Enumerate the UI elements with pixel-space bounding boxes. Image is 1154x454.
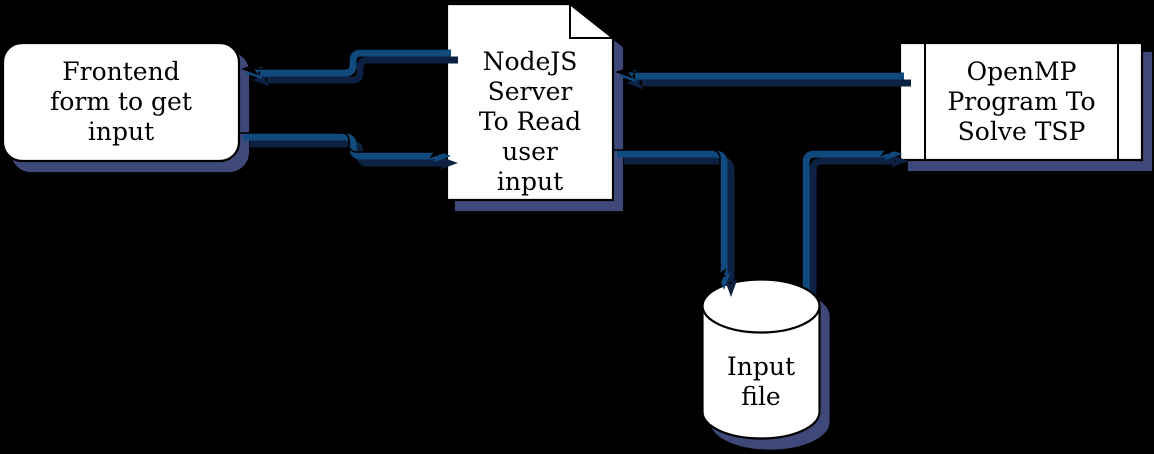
openmp-node-shape [898,41,1153,172]
edge-server-to-frontend [241,48,458,87]
edge-server-to-inputfile [613,149,738,297]
cylinder-top-ellipse [701,278,821,334]
arrowhead-into-openmp [880,143,898,157]
inputfile-cylinder-shape [701,278,830,450]
arrowhead-into-server-left [429,145,447,159]
arrowhead-into-server-right [615,65,633,79]
edge-openmp-to-server [615,65,911,90]
document-fold-corner [569,4,613,39]
frontend-node-shape [1,41,250,173]
server-document-shape [445,2,624,212]
edge-inputfile-to-openmp [801,143,909,347]
edge-frontend-to-server [239,132,458,170]
arrowhead-into-inputfile [713,268,727,286]
predefined-process-bars [924,43,1119,160]
arrowhead-into-frontend [241,62,259,76]
